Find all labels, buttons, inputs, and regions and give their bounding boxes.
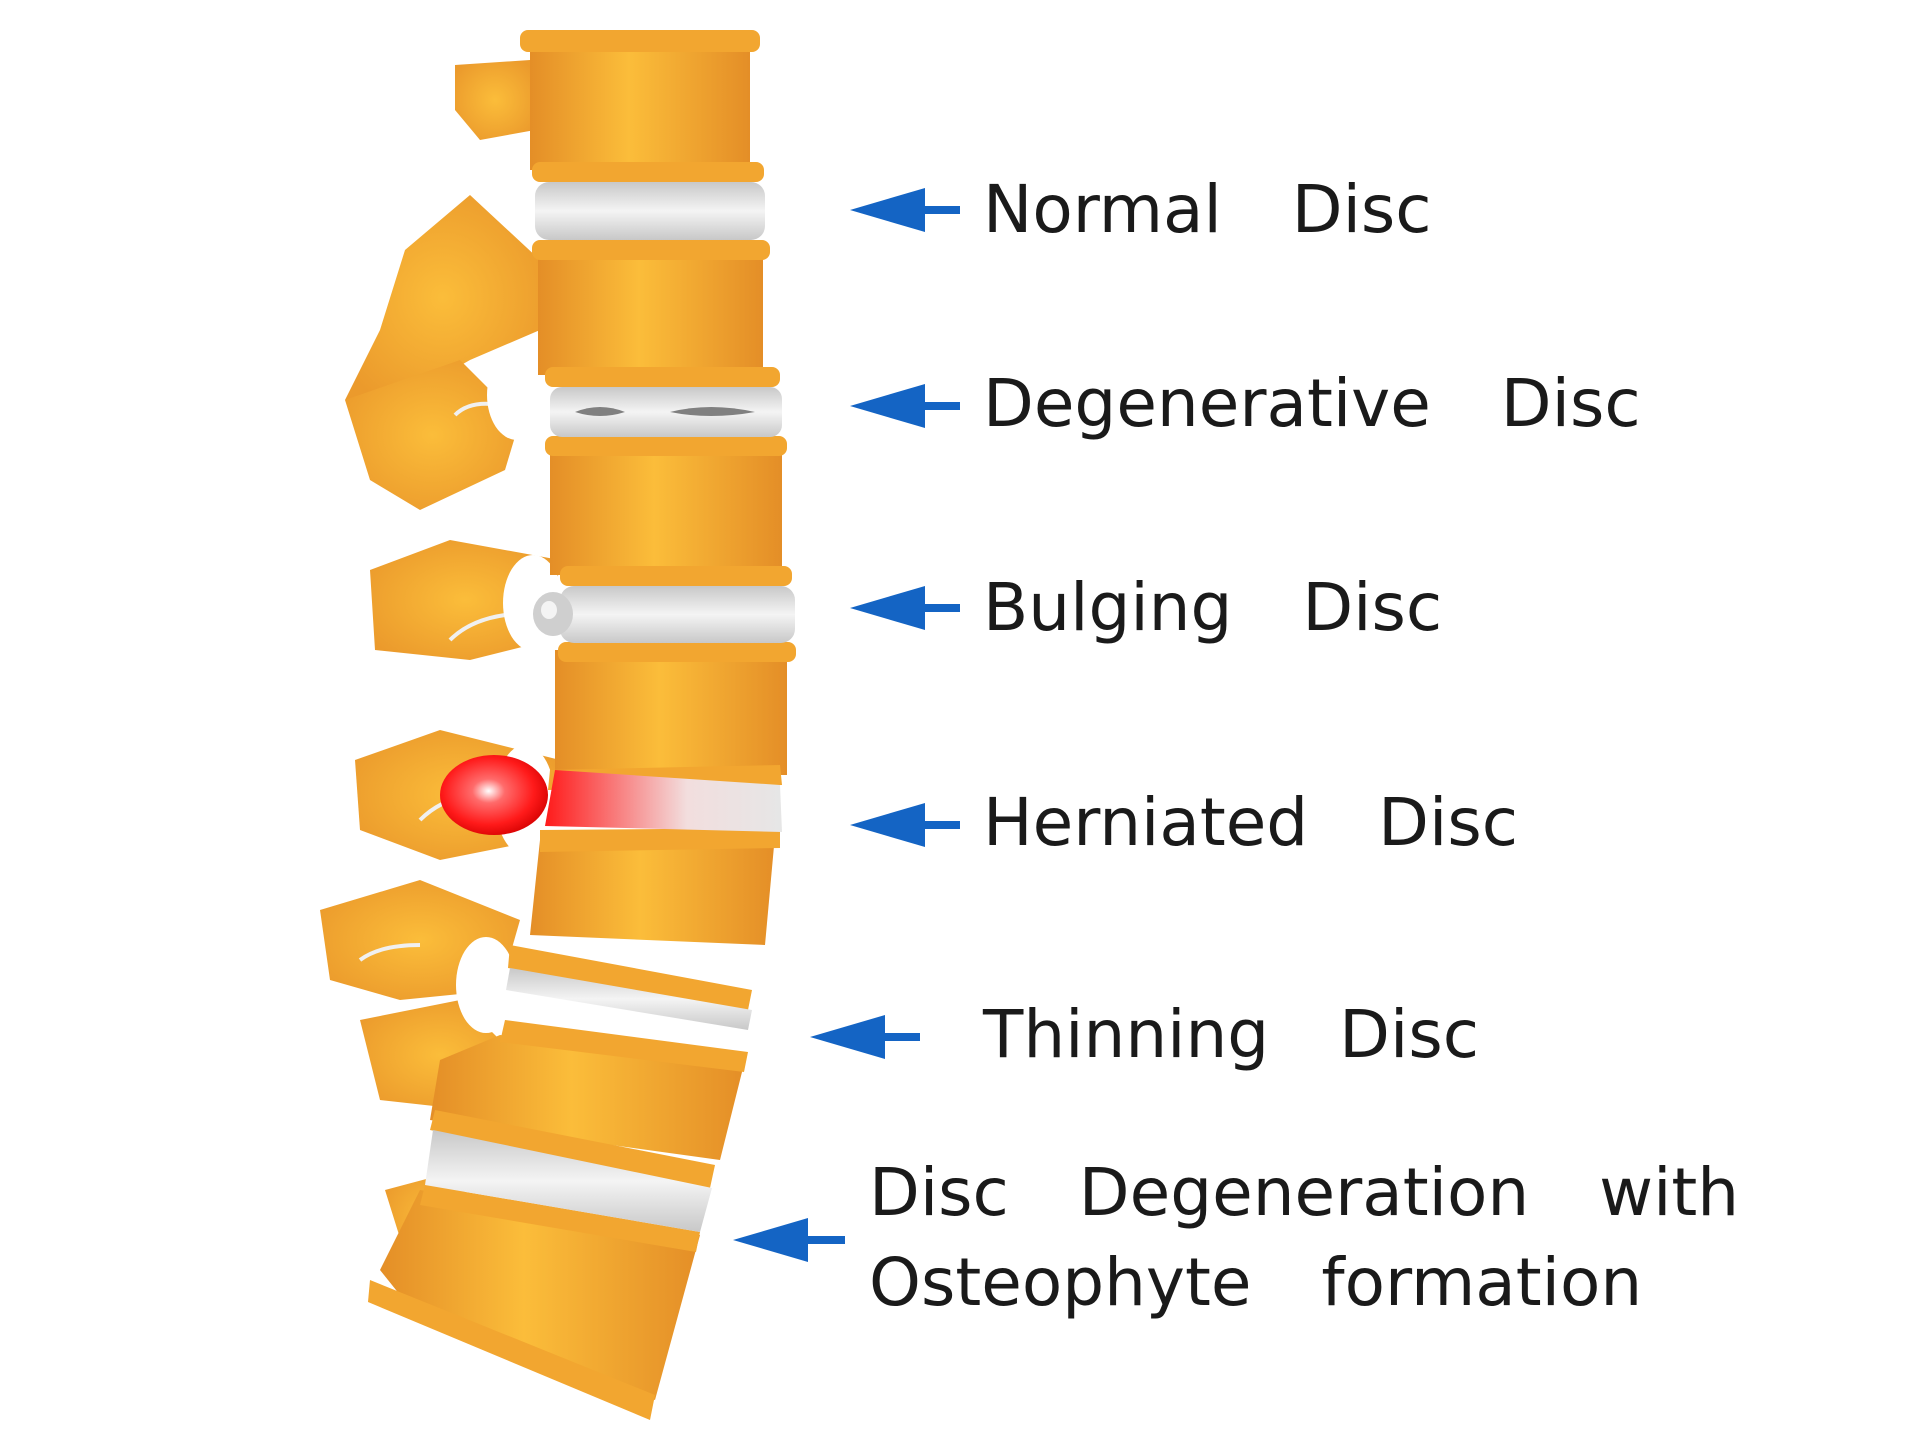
herniated-disc bbox=[545, 770, 782, 832]
vertebra-4 bbox=[555, 650, 787, 775]
vertebra-1 bbox=[530, 45, 750, 170]
spinous-process-2 bbox=[345, 195, 540, 400]
foramen-1 bbox=[487, 350, 547, 440]
arrows bbox=[733, 188, 960, 1262]
vertebra-2 bbox=[538, 250, 763, 375]
osteophyte-disc bbox=[425, 1130, 712, 1232]
arrow-thinning bbox=[810, 1015, 920, 1059]
arrow-bulging bbox=[850, 586, 960, 630]
arrow-normal bbox=[850, 188, 960, 232]
label-osteophyte-line2: Osteophyte formation bbox=[869, 1244, 1643, 1321]
label-degenerative-disc: Degenerative Disc bbox=[983, 365, 1641, 442]
bulging-disc bbox=[560, 586, 795, 643]
discs bbox=[425, 182, 795, 1232]
foramen-4 bbox=[456, 937, 516, 1033]
label-herniated-disc: Herniated Disc bbox=[983, 784, 1518, 861]
label-thinning-disc: Thinning Disc bbox=[983, 996, 1479, 1073]
label-normal-disc: Normal Disc bbox=[983, 171, 1432, 248]
label-bulging-disc: Bulging Disc bbox=[983, 569, 1443, 646]
arrow-osteophyte bbox=[733, 1218, 845, 1262]
herniation bbox=[440, 755, 548, 835]
thinning-disc bbox=[506, 968, 752, 1030]
vertebral-bodies bbox=[368, 30, 796, 1420]
vertebra-7 bbox=[380, 1190, 700, 1400]
spinous-process-3 bbox=[345, 360, 520, 510]
spinous-process-1 bbox=[455, 60, 535, 140]
normal-disc bbox=[535, 182, 765, 240]
arrow-degenerative bbox=[850, 384, 960, 428]
vertebra-3 bbox=[550, 445, 782, 575]
arrow-herniated bbox=[850, 803, 960, 847]
label-osteophyte-line1: Disc Degeneration with bbox=[869, 1154, 1740, 1231]
degenerative-disc bbox=[550, 387, 782, 437]
vertebra-5 bbox=[530, 835, 775, 945]
